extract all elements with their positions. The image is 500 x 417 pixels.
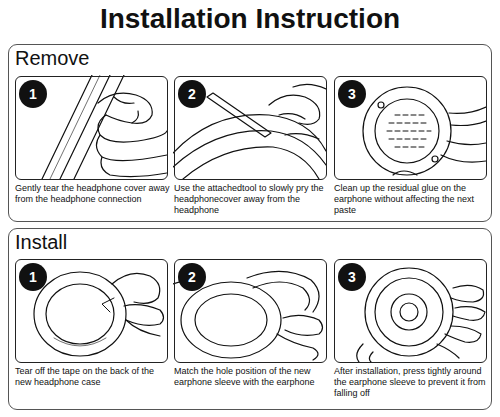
step-caption: Match the hole position of the new earph… <box>174 366 330 388</box>
step-panel: Use the attachedtool to slowly pry the h… <box>174 76 327 180</box>
callout-number: 1 <box>19 263 47 291</box>
step-caption: Use the attachedtool to slowly pry the h… <box>174 183 330 216</box>
section-frame: RemoveGently tear the headphone cover aw… <box>8 44 492 222</box>
step-panel: Gently tear the headphone cover away fro… <box>15 76 168 180</box>
page-title: Installation Instruction <box>0 3 500 35</box>
step-number: 1 <box>19 80 47 108</box>
section-heading: Remove <box>15 46 89 70</box>
callout-number: 3 <box>338 80 366 108</box>
section-heading: Install <box>15 230 67 254</box>
callout-number: 2 <box>178 263 206 291</box>
step-number: 2 <box>178 80 206 108</box>
step-panel: Clean up the residual glue on the earpho… <box>334 76 487 180</box>
step-number: 2 <box>178 263 206 291</box>
step-panel: After installation, press tightly around… <box>334 259 487 363</box>
callout-number: 3 <box>338 263 366 291</box>
step-number: 1 <box>19 263 47 291</box>
tear-cover-art <box>42 75 167 179</box>
clean-glue-art <box>363 87 486 175</box>
step-caption: Gently tear the headphone cover away fro… <box>15 183 171 205</box>
step-panel: Match the hole position of the new earph… <box>174 259 327 363</box>
step-number: 3 <box>338 80 366 108</box>
callout-number: 1 <box>19 80 47 108</box>
press-sleeve-art <box>357 268 485 362</box>
tape-off-art <box>34 272 164 356</box>
step-panel: Tear off the tape on the back of the new… <box>15 259 168 363</box>
step-number: 3 <box>338 263 366 291</box>
callout-number: 2 <box>178 80 206 108</box>
section-frame: InstallTear off the tape on the back of … <box>8 228 492 410</box>
step-caption: After installation, press tightly around… <box>334 366 490 399</box>
step-caption: Tear off the tape on the back of the new… <box>15 366 171 388</box>
step-caption: Clean up the residual glue on the earpho… <box>334 183 490 216</box>
